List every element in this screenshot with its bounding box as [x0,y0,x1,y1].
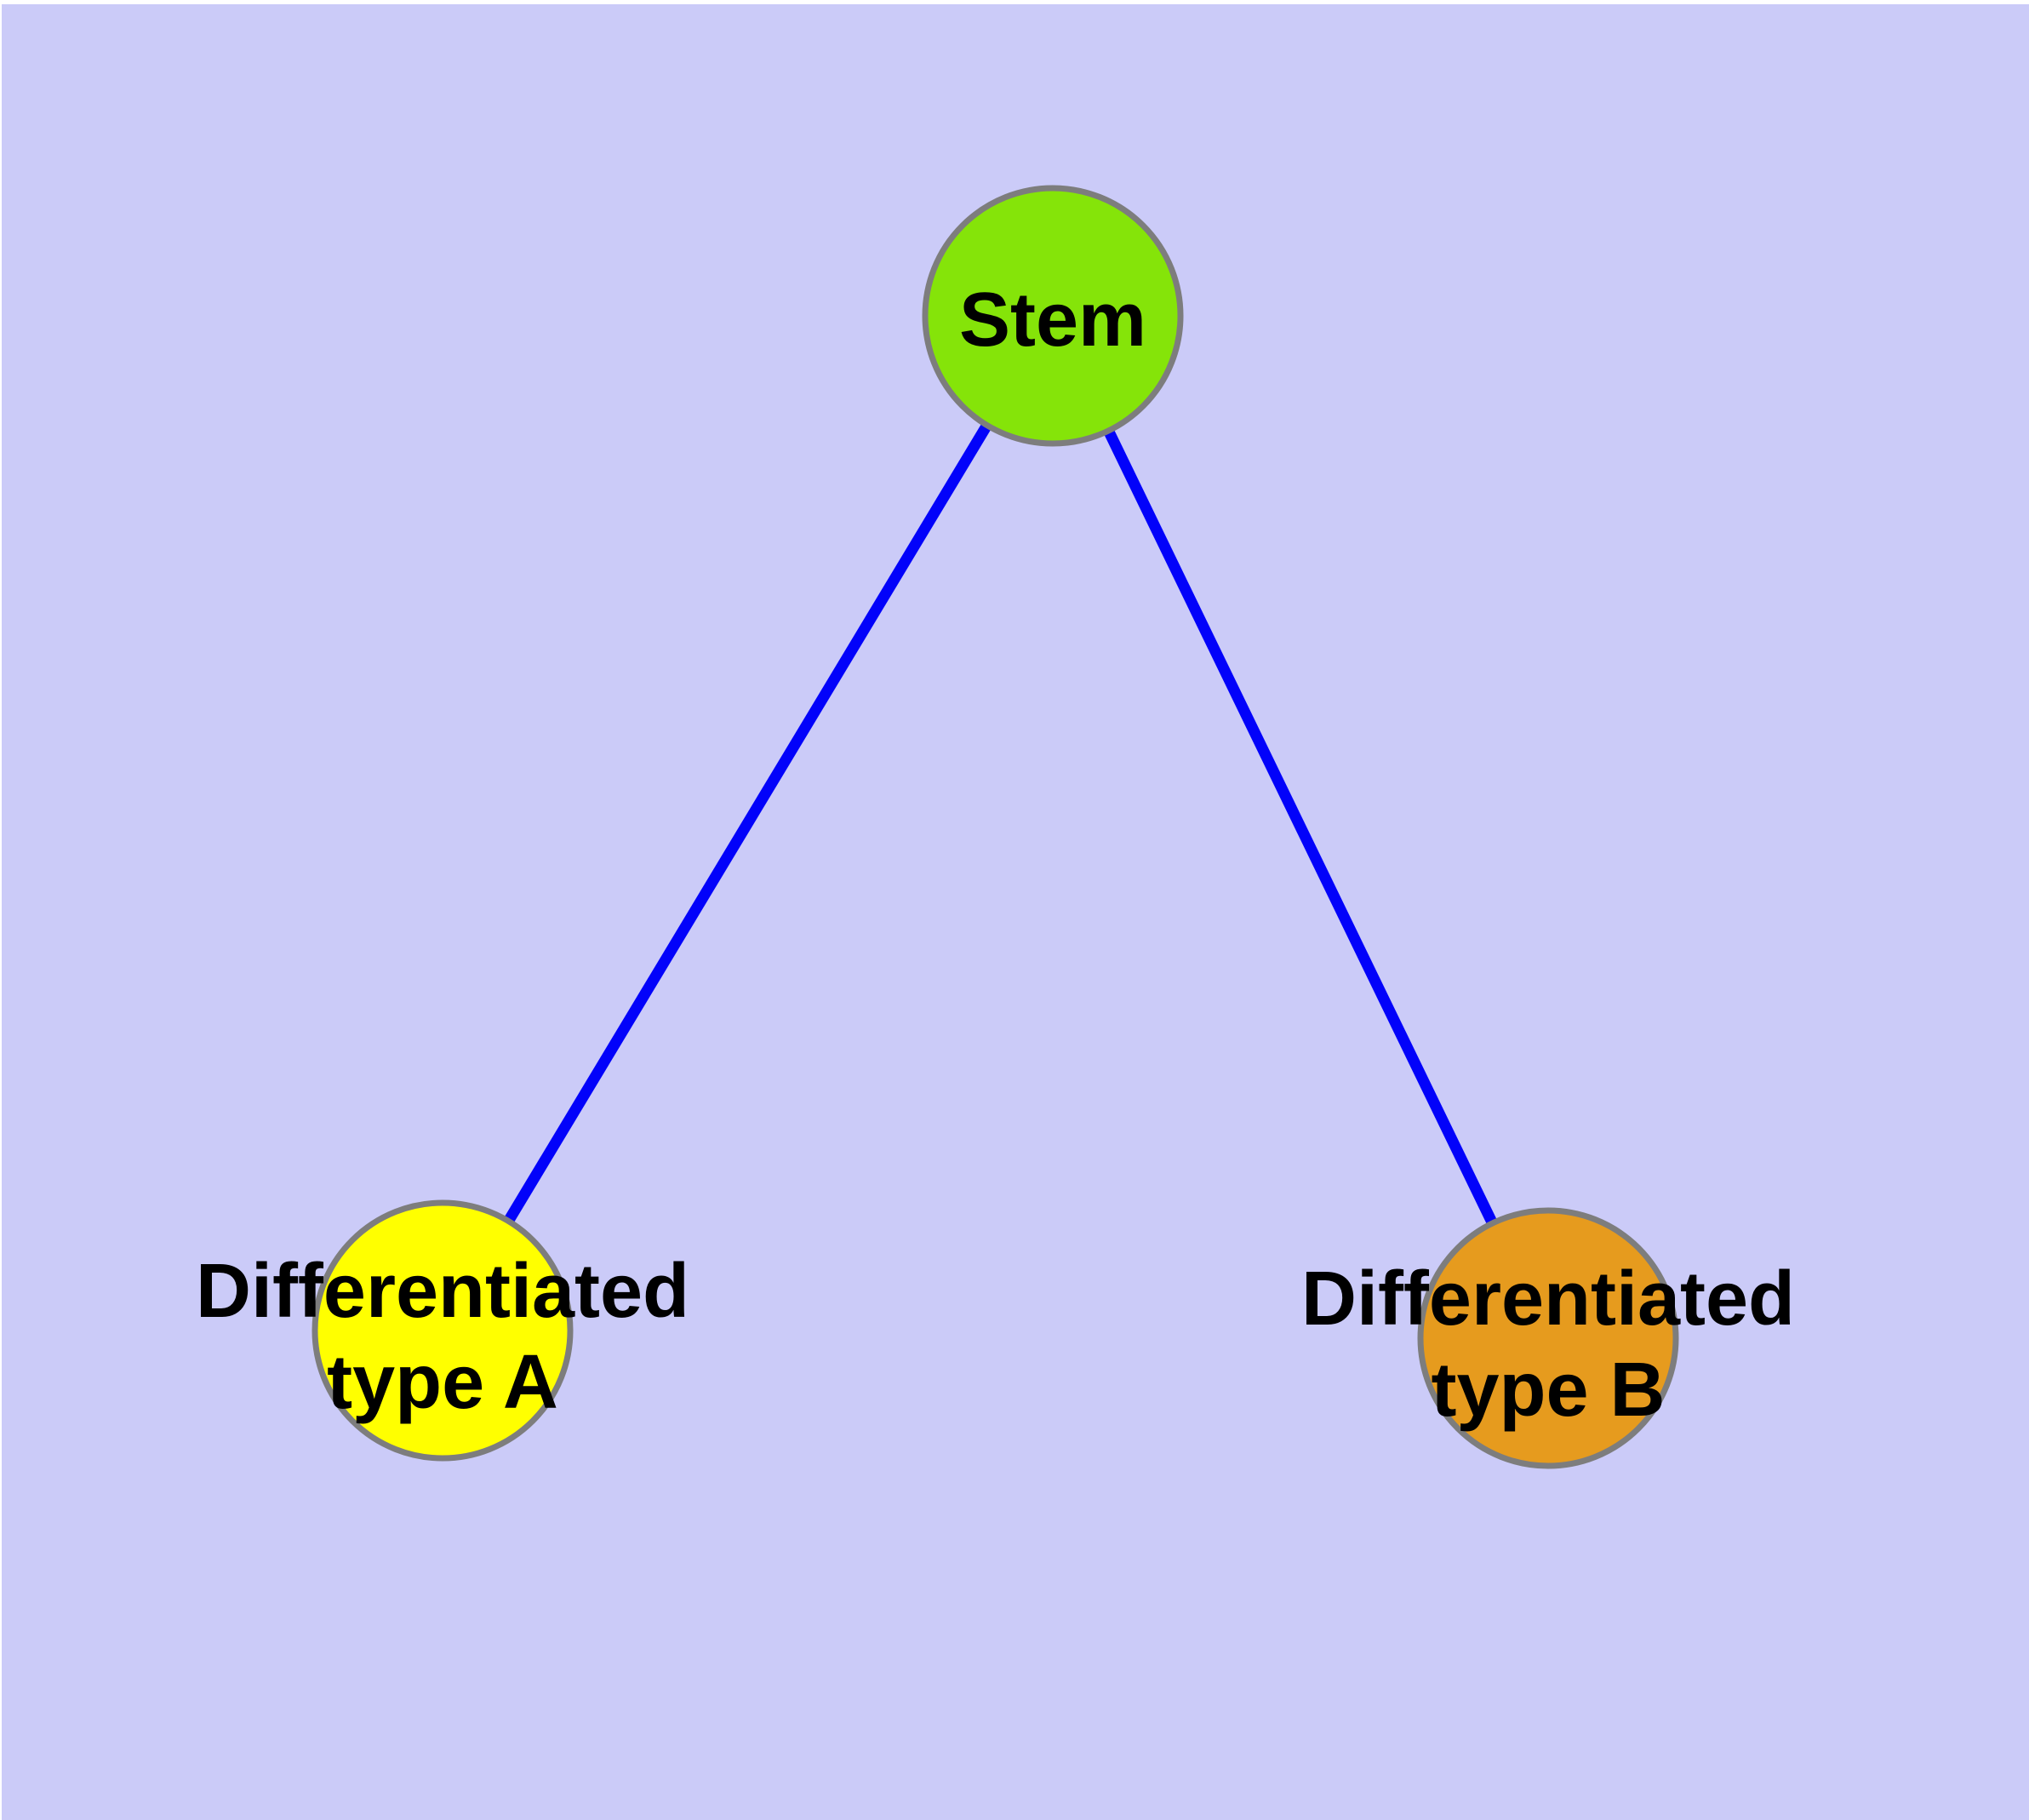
edge-stem-to-type-a [437,312,1058,1334]
stem-node-circle [922,185,1184,447]
type-b-node-label-line2: type B [1431,1348,1665,1433]
node-stem [922,185,1184,447]
edge-group [437,312,1553,1341]
node-labels: Stem Differentiated type A Differentiate… [196,278,1795,1433]
edge-stem-to-type-b [1048,313,1553,1341]
node-differentiated-type-b [1417,1207,1679,1469]
type-a-node-circle [311,1199,574,1462]
type-a-node-label-line1: Differentiated [196,1249,689,1334]
type-a-node-label-line2: type A [327,1340,558,1425]
type-b-node-label-line1: Differentiated [1301,1256,1795,1342]
type-b-node-circle [1417,1207,1679,1469]
stem-node-label: Stem [959,278,1146,363]
node-differentiated-type-a [311,1199,574,1462]
